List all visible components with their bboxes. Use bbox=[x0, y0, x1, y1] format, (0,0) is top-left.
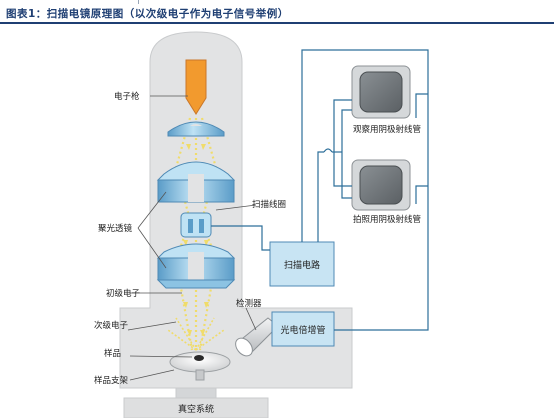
crt-observe bbox=[351, 65, 411, 119]
scan-circuit-label: 扫描电路 bbox=[284, 259, 320, 271]
signal-wires bbox=[211, 49, 429, 331]
anode-aperture bbox=[190, 124, 202, 126]
sample-stage-post bbox=[195, 369, 205, 381]
detector-label: 检测器 bbox=[236, 298, 262, 309]
figure-title: 图表1：扫描电镜原理图（以次级电子作为电子信号举例） bbox=[6, 8, 289, 20]
scan-coil bbox=[180, 212, 212, 238]
header-tick bbox=[138, 0, 139, 4]
condenser-lens-upper bbox=[156, 161, 236, 203]
microscope-column bbox=[119, 31, 353, 389]
electron-gun-filament bbox=[185, 59, 207, 115]
condenser-lens-lower bbox=[156, 243, 236, 289]
crt-photo bbox=[351, 159, 411, 211]
crt-photo-label: 拍照用阴极射线管 bbox=[353, 214, 421, 225]
anode-plate bbox=[167, 121, 225, 137]
condenser-lens-label: 聚光透镜 bbox=[98, 223, 133, 234]
figure-header: 图表1：扫描电镜原理图（以次级电子作为电子信号举例） bbox=[0, 0, 554, 24]
photomultiplier-label: 光电倍增管 bbox=[280, 324, 325, 336]
sample bbox=[194, 355, 204, 361]
leader-lines bbox=[127, 95, 257, 381]
electron-gun-label: 电子枪 bbox=[114, 91, 140, 102]
vacuum-port bbox=[175, 387, 217, 399]
header-rule bbox=[0, 22, 554, 24]
photomultiplier-box bbox=[271, 311, 335, 347]
crt-observe-label: 观察用阴极射线管 bbox=[353, 124, 421, 135]
secondary-electrons bbox=[167, 317, 225, 351]
vacuum-system-box bbox=[123, 397, 269, 418]
sample-stage-label: 样品支架 bbox=[94, 375, 129, 386]
scan-circuit-box bbox=[269, 241, 335, 287]
sample-stage bbox=[169, 351, 231, 373]
scan-coil-label: 扫描线圈 bbox=[252, 199, 286, 210]
primary-electron-label: 初级电子 bbox=[106, 288, 141, 299]
secondary-electron-label: 次级电子 bbox=[94, 320, 129, 331]
vacuum-system-label: 真空系统 bbox=[178, 403, 214, 415]
sample-label: 样品 bbox=[104, 348, 121, 359]
